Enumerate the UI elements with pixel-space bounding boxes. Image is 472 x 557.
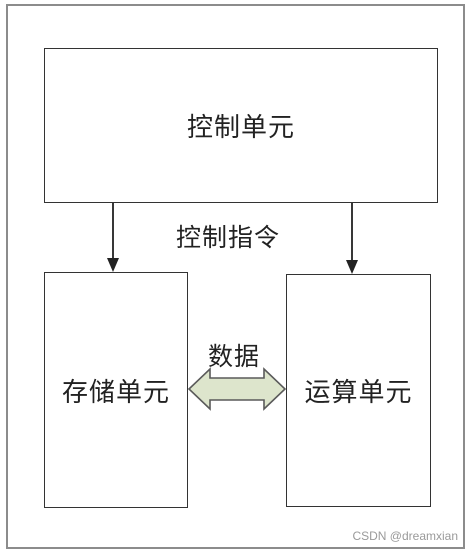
alu-unit-label: 运算单元: [304, 378, 413, 408]
control-unit-box: 控制单元: [44, 48, 438, 203]
data-label: 数据: [208, 342, 261, 371]
control-signal-label: 控制指令: [176, 223, 281, 252]
watermark: CSDN @dreamxian: [352, 529, 458, 543]
storage-unit-box: 存储单元: [44, 272, 188, 508]
control-unit-label: 控制单元: [186, 113, 295, 143]
storage-unit-label: 存储单元: [61, 377, 170, 408]
alu-unit-box: 运算单元: [286, 274, 431, 507]
